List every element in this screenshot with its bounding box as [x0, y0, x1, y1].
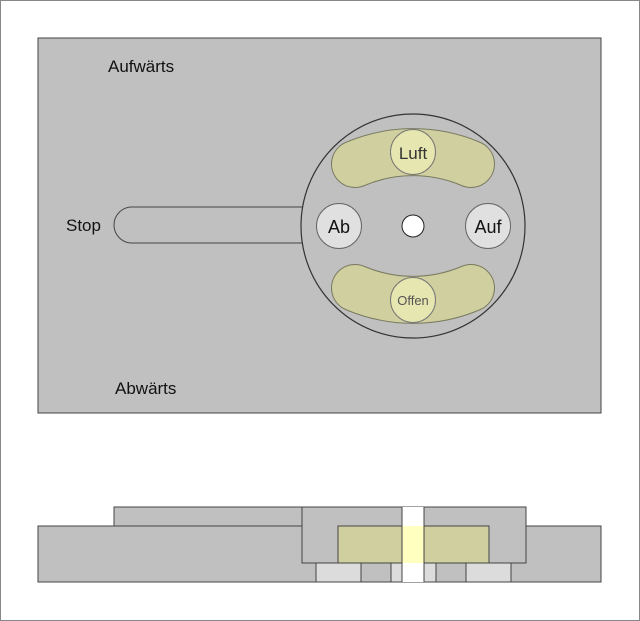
- tab: [315, 562, 362, 583]
- bore-top: [402, 507, 424, 526]
- label-up: Aufwärts: [108, 57, 174, 76]
- lever-plate: [113, 506, 303, 527]
- bore-channel: [402, 526, 424, 563]
- lever-slot: [113, 206, 311, 244]
- label-down: Abwärts: [115, 379, 176, 398]
- port-auf: [465, 203, 511, 249]
- top-view: Aufwärts Abwärts Stop Ab Auf Luft Offen: [37, 37, 602, 414]
- label-stop: Stop: [66, 216, 101, 235]
- label-auf: Auf: [474, 217, 502, 237]
- port-offen: [390, 277, 436, 323]
- port-luft: [390, 129, 436, 175]
- section-view: [37, 506, 602, 583]
- label-ab: Ab: [328, 217, 350, 237]
- center-hole: [401, 214, 425, 238]
- port-ab: [316, 203, 362, 249]
- label-luft: Luft: [399, 144, 428, 163]
- tab: [465, 562, 512, 583]
- bore-bottom: [402, 563, 424, 582]
- label-offen: Offen: [397, 293, 429, 308]
